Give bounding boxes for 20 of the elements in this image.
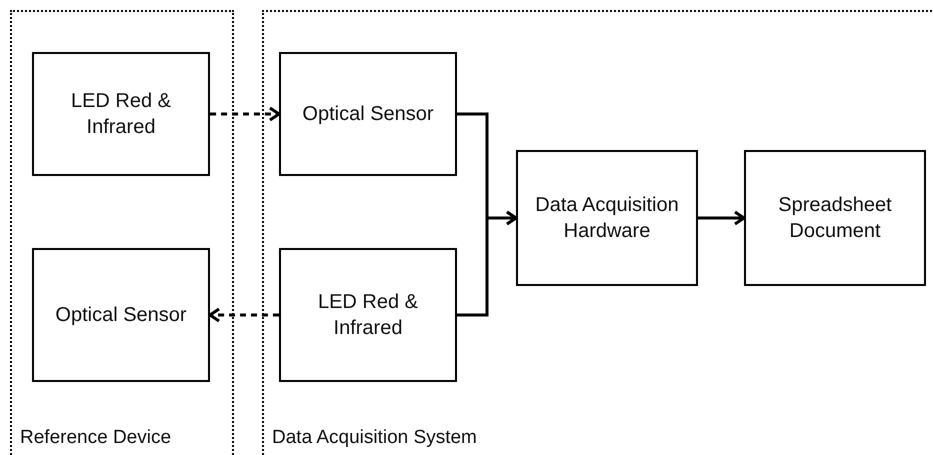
- box-label: Optical Sensor: [301, 102, 435, 127]
- process-box: [279, 52, 457, 176]
- box-label: Optical Sensor: [54, 303, 188, 328]
- process-box: [32, 248, 210, 382]
- process-box: [32, 52, 210, 176]
- group-label: Reference Device: [20, 427, 172, 449]
- system-boundary: [262, 10, 933, 455]
- process-box: [279, 248, 457, 382]
- process-box: [744, 150, 926, 286]
- box-label: LED Red & Infrared: [316, 290, 420, 341]
- box-label: Data Acquisition Hardware: [534, 193, 680, 244]
- box-label: LED Red & Infrared: [70, 89, 172, 140]
- group-label: Data Acquisition System: [272, 427, 477, 449]
- arrow: [457, 210, 518, 316]
- arrow: [210, 106, 280, 122]
- process-box: [516, 150, 698, 286]
- box-label: Spreadsheet Document: [777, 193, 893, 244]
- arrow: [208, 308, 279, 322]
- arrow: [698, 210, 746, 226]
- system-boundary: [10, 10, 234, 455]
